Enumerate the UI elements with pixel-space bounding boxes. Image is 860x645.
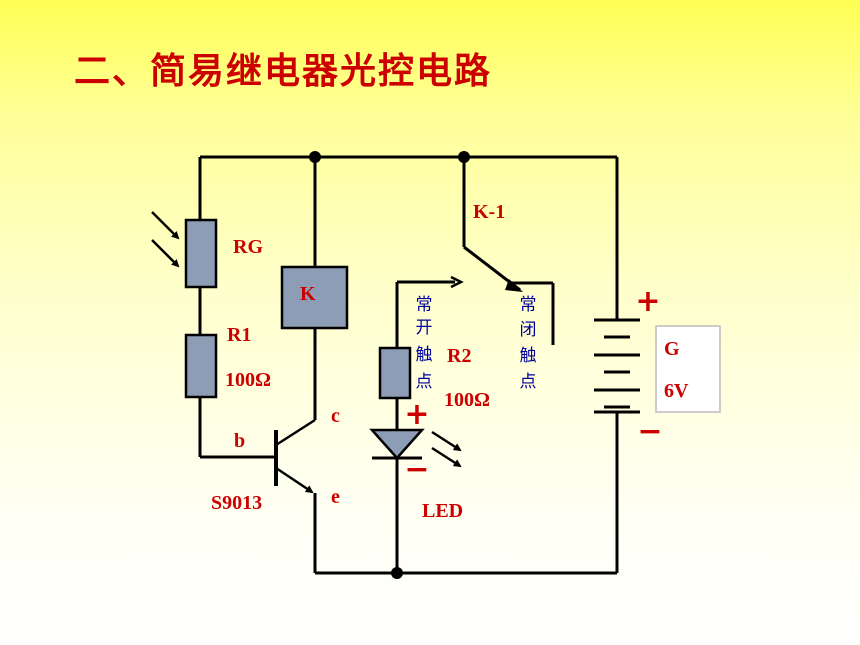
junction-dots <box>309 151 470 579</box>
contact-no-arrowhead <box>450 275 464 289</box>
label-battery-voltage: 6V <box>664 380 689 402</box>
led-minus-sign: − <box>404 452 429 487</box>
page-title: 二、简易继电器光控电路 <box>74 51 493 92</box>
contact-arm-arrowhead <box>505 279 523 292</box>
label-r2: R2 <box>447 345 471 367</box>
nc-contact-char: 常 <box>520 295 537 315</box>
label-transistor: S9013 <box>211 492 262 514</box>
label-r2-value: 100Ω <box>444 389 490 411</box>
junction-dot <box>309 151 321 163</box>
label-collector: c <box>331 405 340 427</box>
battery-minus-sign: − <box>637 414 662 449</box>
nc-contact-char: 闭 <box>520 320 537 340</box>
junction-dot <box>391 567 403 579</box>
nc-contact-char: 触 <box>520 346 537 366</box>
label-battery: G <box>664 338 680 360</box>
label-r1-value: 100Ω <box>225 369 271 391</box>
nc-contact-char: 点 <box>520 372 537 392</box>
label-normally-closed-contact: 常 闭 触 点 <box>520 295 537 392</box>
led-plus-sign: + <box>404 397 429 432</box>
led-light-arrows <box>431 430 462 468</box>
no-contact-char: 常 <box>416 295 433 315</box>
no-contact-char: 点 <box>416 372 433 392</box>
label-normally-open-contact: 常 开 触 点 <box>416 295 433 392</box>
label-rg: RG <box>233 236 263 258</box>
label-led: LED <box>422 500 463 522</box>
resistor-r2 <box>378 346 412 400</box>
resistor-r1 <box>184 333 218 399</box>
photoresistor-rg <box>184 218 218 289</box>
transistor-s9013 <box>274 418 316 494</box>
battery-label-box <box>655 325 721 413</box>
label-k1: K-1 <box>473 201 505 223</box>
relay-coil-k <box>280 265 349 330</box>
battery-plus-sign: + <box>635 284 660 319</box>
label-k: K <box>300 283 316 305</box>
no-contact-char: 触 <box>416 345 433 365</box>
led-symbol <box>369 428 425 460</box>
label-r1: R1 <box>227 324 251 346</box>
label-emitter: e <box>331 486 340 508</box>
label-base: b <box>234 430 245 452</box>
battery-g <box>594 318 640 414</box>
junction-dot <box>458 151 470 163</box>
light-arrows-rg <box>151 211 180 268</box>
no-contact-char: 开 <box>416 318 433 338</box>
